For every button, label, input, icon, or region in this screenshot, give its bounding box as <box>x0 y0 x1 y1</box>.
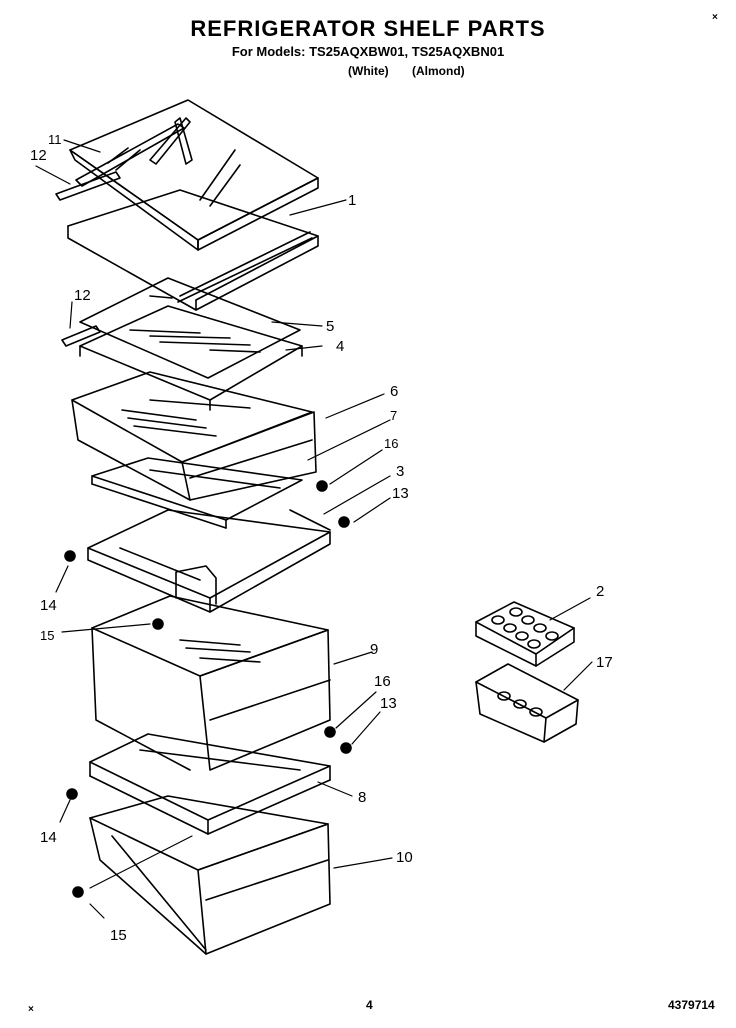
fasteners <box>64 480 352 898</box>
callout-13-lower: 13 <box>380 695 397 712</box>
part-5-glass-insert <box>79 277 301 379</box>
part-8-shelf <box>89 733 331 835</box>
part-6-crisper-drawer <box>71 371 317 501</box>
part-4-frame <box>79 305 303 411</box>
callout-3: 3 <box>396 463 404 480</box>
callout-6: 6 <box>390 383 398 400</box>
models-line: For Models: TS25AQXBW01, TS25AQXBN01 <box>231 44 505 59</box>
leader-lines <box>35 139 593 919</box>
part-11-trim <box>75 123 185 187</box>
callout-16-upper: 16 <box>384 436 398 451</box>
callout-12-upper: 12 <box>30 147 47 164</box>
part-2-egg-tray <box>475 601 575 667</box>
part-10-drawer <box>89 795 331 955</box>
callout-14-upper: 14 <box>40 597 57 614</box>
callout-8: 8 <box>358 789 366 806</box>
callout-9: 9 <box>370 641 378 658</box>
page-number: 4 <box>366 998 373 1012</box>
page-title: REFRIGERATOR SHELF PARTS <box>190 16 546 41</box>
part-17-egg-bin <box>475 663 579 743</box>
callout-11: 11 <box>48 132 62 147</box>
color-white: (White) <box>348 64 389 78</box>
part-12-trim-lower <box>61 325 101 347</box>
color-almond: (Almond) <box>412 64 465 78</box>
callout-7: 7 <box>390 408 397 423</box>
callout-5: 5 <box>326 318 334 335</box>
part-12-trim-upper <box>55 171 121 201</box>
callout-10: 10 <box>396 849 413 866</box>
part-7-shelf <box>91 457 303 529</box>
callout-16-lower: 16 <box>374 673 391 690</box>
callout-4: 4 <box>336 338 344 355</box>
callout-14-lower: 14 <box>40 829 57 846</box>
part-1-shelf-frame <box>67 189 319 311</box>
corner-mark-bottom-left: × <box>28 1004 34 1015</box>
callout-12-lower: 12 <box>74 287 91 304</box>
corner-mark-top-right: × <box>712 12 718 23</box>
callout-17: 17 <box>596 654 613 671</box>
callout-2: 2 <box>596 583 604 600</box>
part-3-frame <box>87 509 331 613</box>
callout-15-lower: 15 <box>110 927 127 944</box>
callout-1: 1 <box>348 192 356 209</box>
callout-13-upper: 13 <box>392 485 409 502</box>
part-9-drawer <box>91 565 331 771</box>
document-number: 4379714 <box>668 998 715 1012</box>
callout-15-upper: 15 <box>40 628 54 643</box>
